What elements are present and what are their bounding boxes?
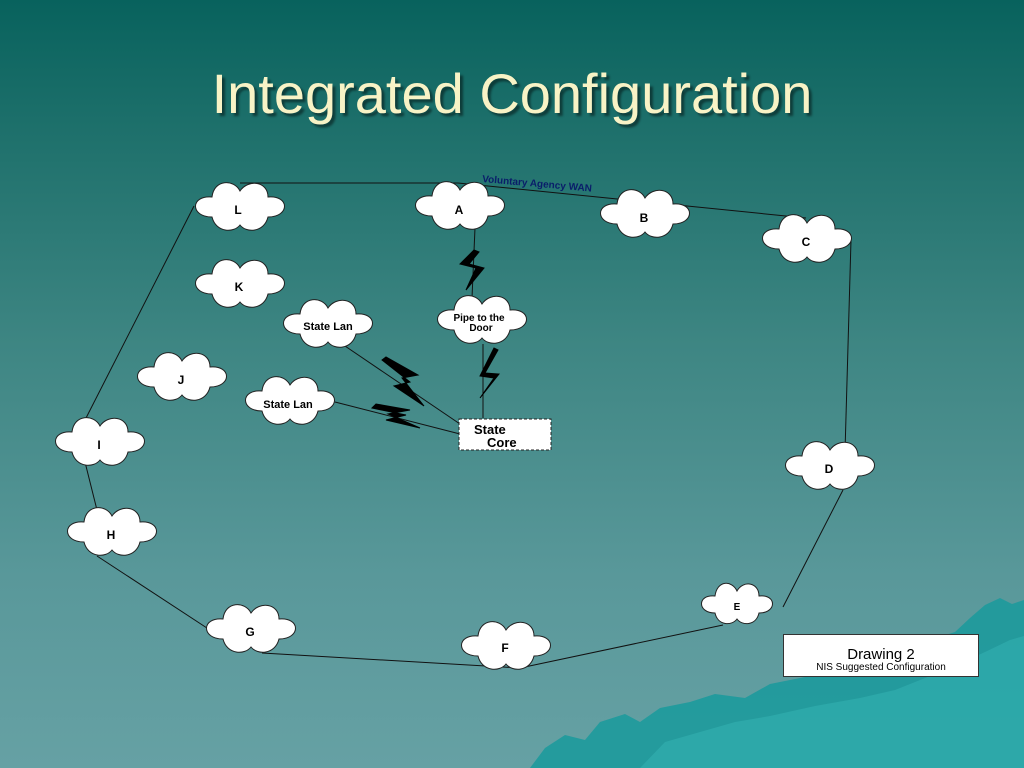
- state-core-line2: Core: [487, 435, 517, 450]
- bolt-pipe-core: [479, 347, 500, 399]
- label-C: C: [802, 235, 811, 249]
- link-D-E: [782, 489, 844, 608]
- label-pipe-line2: Door: [469, 323, 492, 334]
- link-G-H: [96, 555, 211, 631]
- label-J: J: [178, 373, 185, 387]
- wan-label: Voluntary Agency WAN: [482, 174, 593, 195]
- label-state-lan-1: State Lan: [303, 321, 353, 333]
- node-labels: L A B C K State Lan Pipe to the Door J S…: [97, 203, 833, 655]
- bolt-statelan2-core: [370, 403, 421, 429]
- label-A: A: [455, 203, 464, 217]
- legend-title: Drawing 2: [847, 646, 915, 663]
- link-E-F: [519, 624, 724, 669]
- link-H-I: [84, 461, 98, 511]
- link-A-pipe: [471, 227, 476, 299]
- bolt-statelan1-core: [381, 356, 425, 407]
- label-E: E: [734, 602, 741, 613]
- label-B: B: [640, 211, 649, 225]
- label-F: F: [501, 641, 508, 655]
- label-K: K: [235, 280, 244, 294]
- mountain-highlight: [640, 636, 1024, 768]
- state-core-box[interactable]: [458, 418, 552, 451]
- legend-subtitle: NIS Suggested Configuration: [816, 662, 946, 673]
- lightning-bolts: [370, 249, 500, 429]
- bolt-A-pipe: [459, 249, 485, 291]
- label-G: G: [245, 625, 254, 639]
- legend-box: Drawing 2 NIS Suggested Configuration: [783, 634, 979, 677]
- state-core[interactable]: State Core: [458, 418, 552, 451]
- link-I-L: [84, 205, 195, 421]
- wan-ring: [84, 182, 852, 669]
- label-state-lan-2: State Lan: [263, 399, 313, 411]
- state-core-line1: State: [474, 422, 506, 437]
- label-D: D: [825, 462, 834, 476]
- slide-title: Integrated Configuration: [211, 62, 813, 125]
- label-L: L: [234, 203, 241, 217]
- link-C-D: [844, 239, 852, 453]
- label-pipe-line1: Pipe to the: [453, 313, 505, 324]
- link-F-G: [261, 652, 521, 669]
- label-I: I: [97, 438, 100, 452]
- label-H: H: [107, 528, 116, 542]
